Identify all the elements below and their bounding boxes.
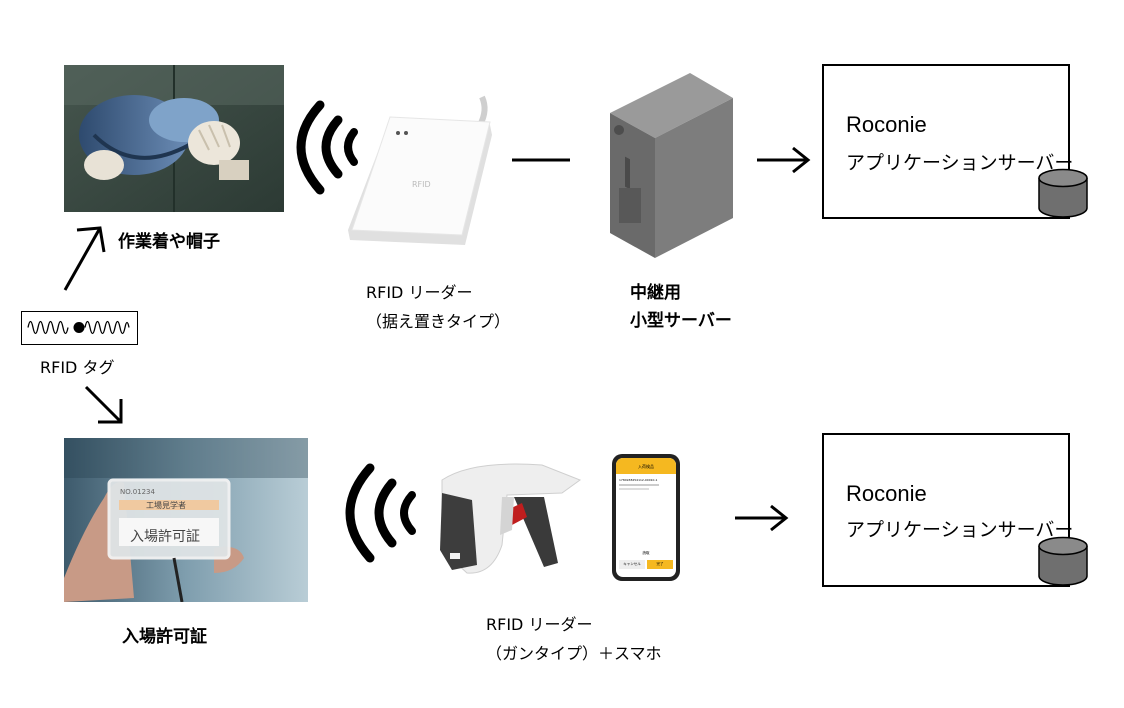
phone-cancel-label: キャンセル (623, 562, 641, 566)
arrow-right-icon (757, 146, 811, 174)
entry-badge-photo: NO.01234 工場見学者 入場許可証 (64, 438, 308, 602)
phone-header-title: 入荷検品 (638, 464, 654, 469)
server-subtitle: アプリケーションサーバー (846, 519, 1074, 541)
phone-ok-label: 完了 (656, 562, 664, 566)
relay-server-icon (610, 73, 733, 258)
desk-reader-label: RFID リーダー （据え置きタイプ） (366, 281, 510, 333)
rfid-wave-icon (296, 100, 358, 195)
workwear-photo (64, 65, 284, 212)
rfid-wave-icon (345, 463, 416, 563)
workwear-label: 作業着や帽子 (118, 232, 220, 252)
database-icon (1038, 168, 1088, 218)
desk-reader-label-line2: （据え置きタイプ） (366, 312, 511, 332)
gun-rfid-reader (440, 463, 582, 574)
relay-label-line2: 小型サーバー (630, 310, 732, 331)
phone-footer: 読取 (642, 551, 650, 555)
gun-reader-label-line2: （ガンタイプ）＋スマホ (486, 644, 662, 664)
svg-text:RFID: RFID (412, 180, 431, 189)
server-name: Roconie (846, 112, 927, 137)
rfid-tag-label: RFID タグ (40, 358, 115, 377)
badge-visitor: 工場見学者 (146, 501, 186, 510)
server-subtitle: アプリケーションサーバー (846, 152, 1074, 174)
gun-reader-label-line1: RFID リーダー (486, 615, 593, 634)
relay-label: 中継用 小型サーバー (630, 282, 732, 334)
entry-badge-label: 入場許可証 (122, 627, 207, 647)
badge-title: 入場許可証 (130, 529, 200, 545)
phone-line: 1784938254112-00010-1 (619, 478, 658, 482)
phone-ok-button[interactable]: 完了 (647, 560, 673, 569)
arrow-up-right-icon (63, 226, 106, 291)
phone-cancel-button[interactable]: キャンセル (619, 560, 645, 569)
phone-header-bar: 入荷検品 (616, 458, 676, 474)
application-server-box: Roconie アプリケーションサーバー (822, 64, 1074, 219)
gun-reader-label: RFID リーダー （ガンタイプ）＋スマホ (486, 613, 662, 665)
database-icon (1038, 536, 1088, 586)
desktop-rfid-reader: RFID (348, 95, 492, 245)
relay-label-line1: 中継用 (630, 283, 681, 303)
connector-line (512, 158, 570, 162)
desk-reader-label-line1: RFID リーダー (366, 283, 473, 302)
badge-id: NO.01234 (120, 488, 155, 496)
smartphone: 入荷検品 1784938254112-00010-1 読取 キャンセル 完了 (612, 454, 680, 581)
application-server-box: Roconie アプリケーションサーバー (822, 433, 1074, 587)
rfid-tag-icon (21, 311, 138, 345)
arrow-down-right-icon (84, 385, 123, 424)
server-name: Roconie (846, 481, 927, 506)
arrow-right-icon (735, 504, 789, 532)
